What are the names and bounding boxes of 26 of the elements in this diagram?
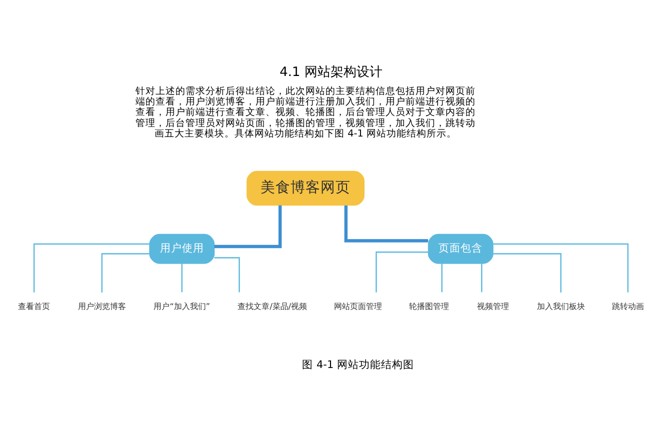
connector xyxy=(214,257,240,292)
node-text: 跳转动画 xyxy=(612,302,644,312)
node-text: 轮播图管理 xyxy=(409,302,450,312)
connector xyxy=(181,264,183,292)
node-text: 用户浏览博客 xyxy=(78,302,126,312)
connector xyxy=(344,205,428,242)
node-box: 页面包含 xyxy=(428,234,494,264)
node-box: 用户使用 xyxy=(149,234,215,264)
label: 针对上述的需求分析后得出结论，此次网站的主要结构信息包括用户对网页前端的查看，用户浏览博客，用户前端进行注册加入我们，用户前端进行视频的查看，用户前端进行查看文章、视频、轮播图，后台管理人员对于文章内容的管理，后台管理员对网站页面，轮播图的管理，视频管理，加入我们，跳转动画五大主要模块。具体网站功能结构如下图 4-1 网站功能结构所示。 xyxy=(136,86,476,140)
caption: 图 4-1 网站功能结构图 xyxy=(302,358,414,371)
connector xyxy=(376,252,428,292)
connector xyxy=(493,243,629,292)
connector xyxy=(33,243,150,292)
connector xyxy=(101,253,150,292)
node-text: 视频管理 xyxy=(477,302,509,312)
connector xyxy=(441,264,442,292)
node-text: 加入我们板块 xyxy=(536,302,585,312)
node-text: 查找文章/菜品/视频 xyxy=(238,302,308,312)
connector xyxy=(481,264,482,292)
connector xyxy=(493,253,562,292)
node-box: 美食博客网页 xyxy=(246,170,365,206)
node-text: 用户“加入我们” xyxy=(154,302,210,312)
node-text: 网站页面管理 xyxy=(334,302,382,312)
connector xyxy=(214,205,282,248)
node-text: 查看首页 xyxy=(18,302,50,312)
diagram-title: 4.1 网站架构设计 xyxy=(280,64,382,80)
